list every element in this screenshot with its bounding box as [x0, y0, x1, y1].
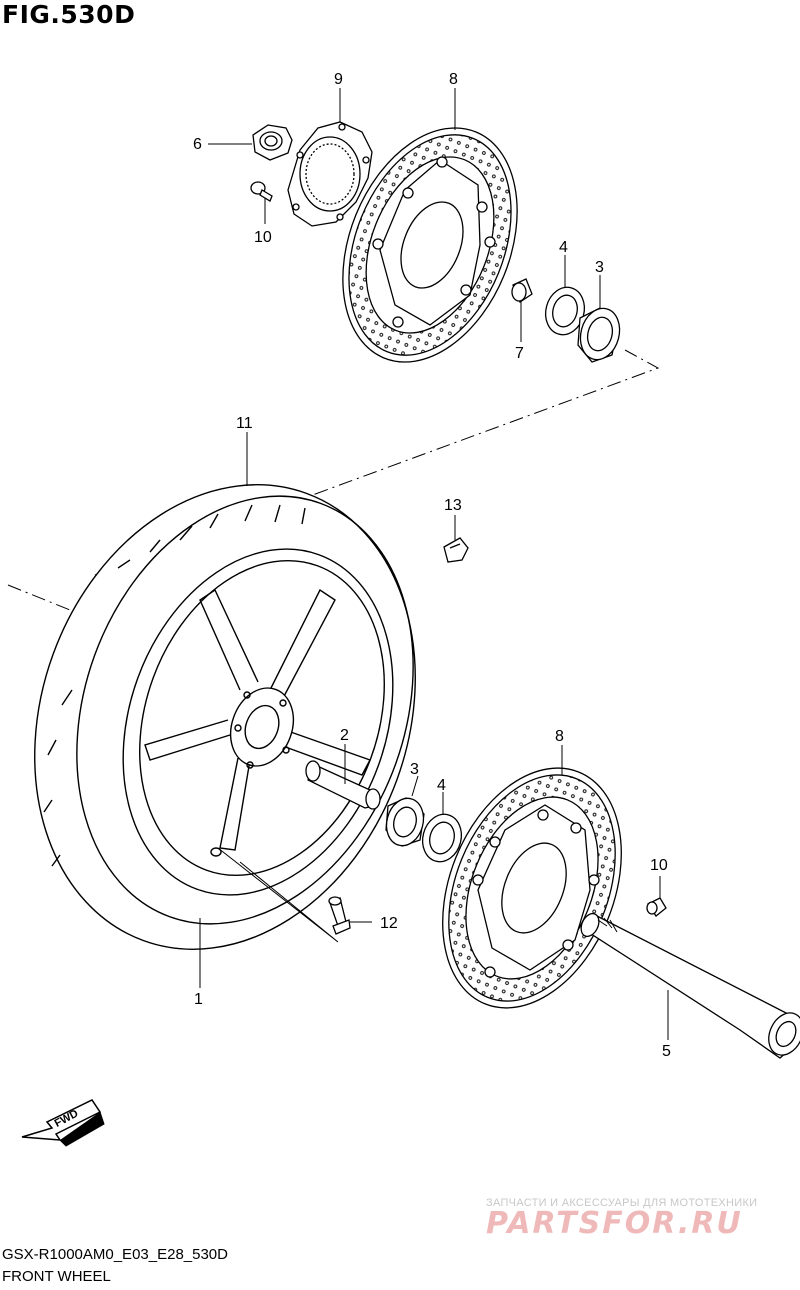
- watermark-logo: PARTSFOR.RU: [486, 1206, 743, 1241]
- callout-8-upper[interactable]: 8: [449, 71, 458, 88]
- part-3-bearing-lower[interactable]: [381, 794, 428, 850]
- page-caption: FRONT WHEEL: [2, 1268, 111, 1285]
- callout-13[interactable]: 13: [444, 497, 462, 514]
- callout-4-upper[interactable]: 4: [559, 239, 568, 256]
- callout-4-lower[interactable]: 4: [437, 777, 446, 794]
- callout-8-lower[interactable]: 8: [555, 728, 564, 745]
- callout-1[interactable]: 1: [194, 991, 203, 1008]
- part-12-valve[interactable]: [328, 896, 351, 935]
- callout-11[interactable]: 11: [236, 415, 253, 432]
- figure-title: FIG.530D: [2, 0, 136, 29]
- alignment-line-upper: [7, 349, 660, 611]
- callout-9[interactable]: 9: [334, 71, 343, 88]
- part-6-nut[interactable]: [252, 124, 293, 161]
- leader-lines: [199, 88, 669, 1040]
- part-10-bolt-lower[interactable]: [646, 897, 667, 917]
- callout-2[interactable]: 2: [340, 727, 349, 744]
- part-4-seal-lower[interactable]: [417, 810, 466, 866]
- watermark-tagline: ЗАПЧАСТИ И АКСЕССУАРЫ ДЛЯ МОТОТЕХНИКИ: [486, 1197, 758, 1209]
- part-3-bearing-upper[interactable]: [575, 304, 625, 364]
- part-8-brake-disc-upper[interactable]: [310, 102, 550, 388]
- part-8-brake-disc-lower[interactable]: [409, 741, 655, 1034]
- callout-3-upper[interactable]: 3: [595, 259, 604, 276]
- callout-7[interactable]: 7: [515, 345, 524, 362]
- part-5-axle[interactable]: [578, 911, 800, 1061]
- callout-3-lower[interactable]: 3: [410, 761, 419, 778]
- callout-10-upper[interactable]: 10: [254, 229, 272, 246]
- model-code: GSX-R1000AM0_E03_E28_530D: [2, 1246, 228, 1263]
- callout-5[interactable]: 5: [662, 1043, 671, 1060]
- part-2-spacer-tube[interactable]: [305, 760, 381, 810]
- callout-6[interactable]: 6: [193, 136, 202, 153]
- part-4-seal-upper[interactable]: [540, 283, 589, 339]
- callout-12[interactable]: 12: [380, 915, 398, 932]
- callout-10-lower[interactable]: 10: [650, 857, 668, 874]
- part-10-bolt-upper[interactable]: [250, 181, 273, 202]
- callouts: 1 2 3 3 4 4 5 6 7 8 8 9 10 10 11 12 13: [193, 71, 671, 1060]
- part-9-sensor-ring[interactable]: [287, 121, 373, 227]
- part-13-balance-weight[interactable]: [443, 537, 469, 563]
- part-1-wheel-rim[interactable]: [77, 511, 439, 933]
- part-7-spacer[interactable]: [511, 278, 533, 303]
- fwd-arrow-icon: FWD: [21, 1099, 105, 1147]
